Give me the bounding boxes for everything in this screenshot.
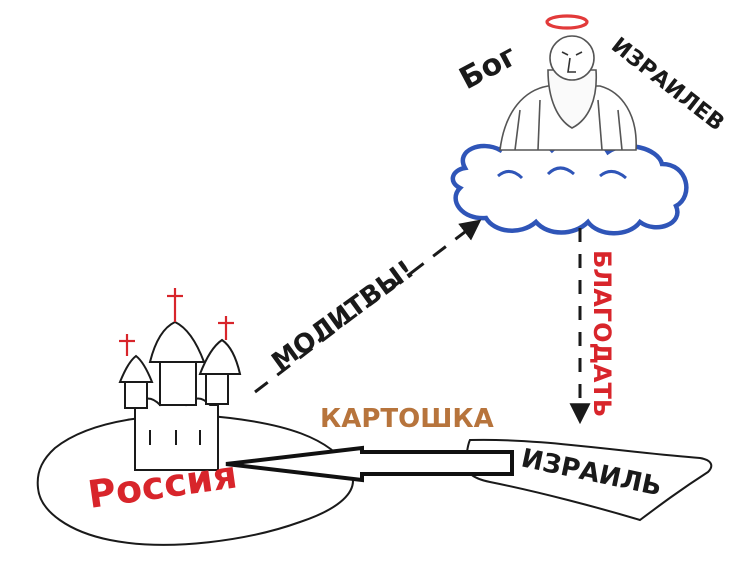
church-icon: [118, 320, 242, 471]
label-potato: КАРТОШКА: [320, 404, 494, 434]
label-grace: БЛАГОДАТЬ: [588, 250, 616, 417]
label-god-left: Бог: [454, 38, 523, 97]
god-figure: [499, 35, 637, 151]
label-prayers: МОЛИТВЫ!: [266, 255, 419, 378]
potato-arrow: [225, 445, 514, 483]
church-crosses: [119, 288, 234, 356]
halo-icon: [545, 14, 589, 30]
cloud-icon: [450, 135, 689, 236]
prayers-arrow: [254, 219, 482, 394]
cloud-inner-lines: [497, 166, 627, 180]
